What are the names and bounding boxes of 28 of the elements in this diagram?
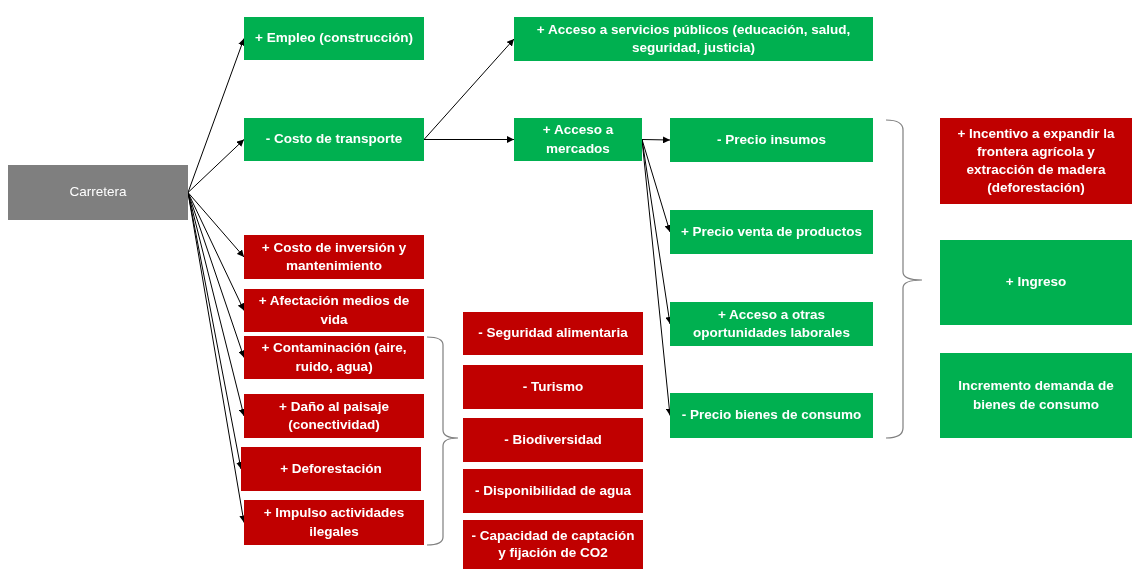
process-box: + Acceso a otras oportunidades laborales xyxy=(670,302,873,346)
process-box: - Disponibilidad de agua xyxy=(463,469,643,513)
arrow xyxy=(187,139,245,193)
process-box: + Impulso actividades ilegales xyxy=(244,500,424,545)
process-box: + Ingreso xyxy=(940,240,1132,325)
process-box: - Seguridad alimentaria xyxy=(463,312,643,355)
process-box: - Precio bienes de consumo xyxy=(670,393,873,438)
process-box: + Afectación medios de vida xyxy=(244,289,424,332)
process-box: - Biodiversidad xyxy=(463,418,643,462)
process-box: + Acceso a mercados xyxy=(514,118,642,161)
process-box: + Contaminación (aire, ruido, agua) xyxy=(244,336,424,379)
arrow xyxy=(423,136,515,143)
process-box: + Costo de inversión y mantenimiento xyxy=(244,235,424,279)
process-box: - Turismo xyxy=(463,365,643,409)
process-box: - Precio insumos xyxy=(670,118,873,162)
process-box: - Capacidad de captación y fijación de CO2 xyxy=(463,520,643,569)
process-box: + Deforestación xyxy=(241,447,421,491)
arrow xyxy=(423,38,515,140)
arrow xyxy=(187,192,245,258)
process-box: + Incentivo a expandir la frontera agrícola y extracción de madera (deforestación) xyxy=(940,118,1132,204)
process-box: + Precio venta de productos xyxy=(670,210,873,254)
process-box: + Daño al paisaje (conectividad) xyxy=(244,394,424,438)
process-box: + Empleo (construcción) xyxy=(244,17,424,60)
process-box: - Costo de transporte xyxy=(244,118,424,161)
process-box: Carretera xyxy=(8,165,188,220)
process-box: + Acceso a servicios públicos (educación, salud, seguridad, justicia) xyxy=(514,17,873,61)
process-box: Incremento demanda de bienes de consumo xyxy=(940,353,1132,438)
arrow xyxy=(641,136,671,144)
